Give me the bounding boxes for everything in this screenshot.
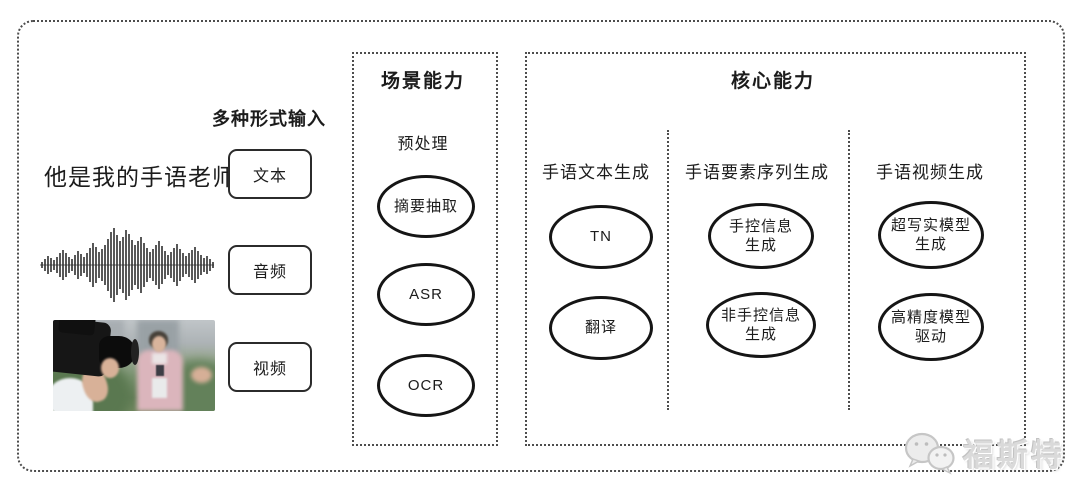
waveform-icon: [40, 228, 214, 302]
node-manual-info-generation: 手控信息 生成: [708, 203, 814, 269]
figure-frame: [17, 20, 1065, 472]
core-box-title: 核心能力: [730, 71, 816, 92]
preprocess-label: 预处理: [397, 136, 449, 153]
node-ocr: OCR: [377, 354, 475, 417]
wechat-logo-icon: [904, 432, 955, 475]
video-input-label: 视频: [252, 361, 287, 378]
column-header-text-generation: 手语文本生成: [542, 163, 650, 182]
node-summary-extraction: 摘要抽取: [377, 175, 475, 238]
node-asr: ASR: [377, 263, 475, 326]
text-input-box: 文本: [228, 149, 312, 199]
input-section-heading: 多种形式输入: [212, 109, 326, 129]
core-capability-box: [525, 52, 1026, 446]
node-hyperrealistic-model-generation: 超写实模型 生成: [878, 201, 984, 269]
node-translation: 翻译: [549, 296, 653, 360]
column-header-video-generation: 手语视频生成: [876, 163, 984, 182]
scene-capability-box: [352, 52, 498, 446]
column-divider-1: [667, 130, 669, 410]
audio-input-box: 音频: [228, 245, 312, 295]
column-header-element-sequence-generation: 手语要素序列生成: [685, 163, 829, 182]
audio-input-label: 音频: [252, 264, 287, 281]
video-frame-image: [53, 320, 215, 411]
node-non-manual-info-generation: 非手控信息 生成: [706, 292, 816, 358]
scene-box-title: 场景能力: [380, 71, 466, 92]
watermark: 福斯特: [901, 429, 1065, 475]
watermark-text: 福斯特: [963, 437, 1065, 473]
column-divider-2: [848, 130, 850, 410]
node-high-precision-model-driving: 高精度模型 驱动: [878, 293, 984, 361]
video-input-box: 视频: [228, 342, 312, 392]
node-tn: TN: [549, 205, 653, 269]
sample-sentence: 他是我的手语老师: [44, 164, 236, 190]
text-input-label: 文本: [252, 168, 287, 185]
